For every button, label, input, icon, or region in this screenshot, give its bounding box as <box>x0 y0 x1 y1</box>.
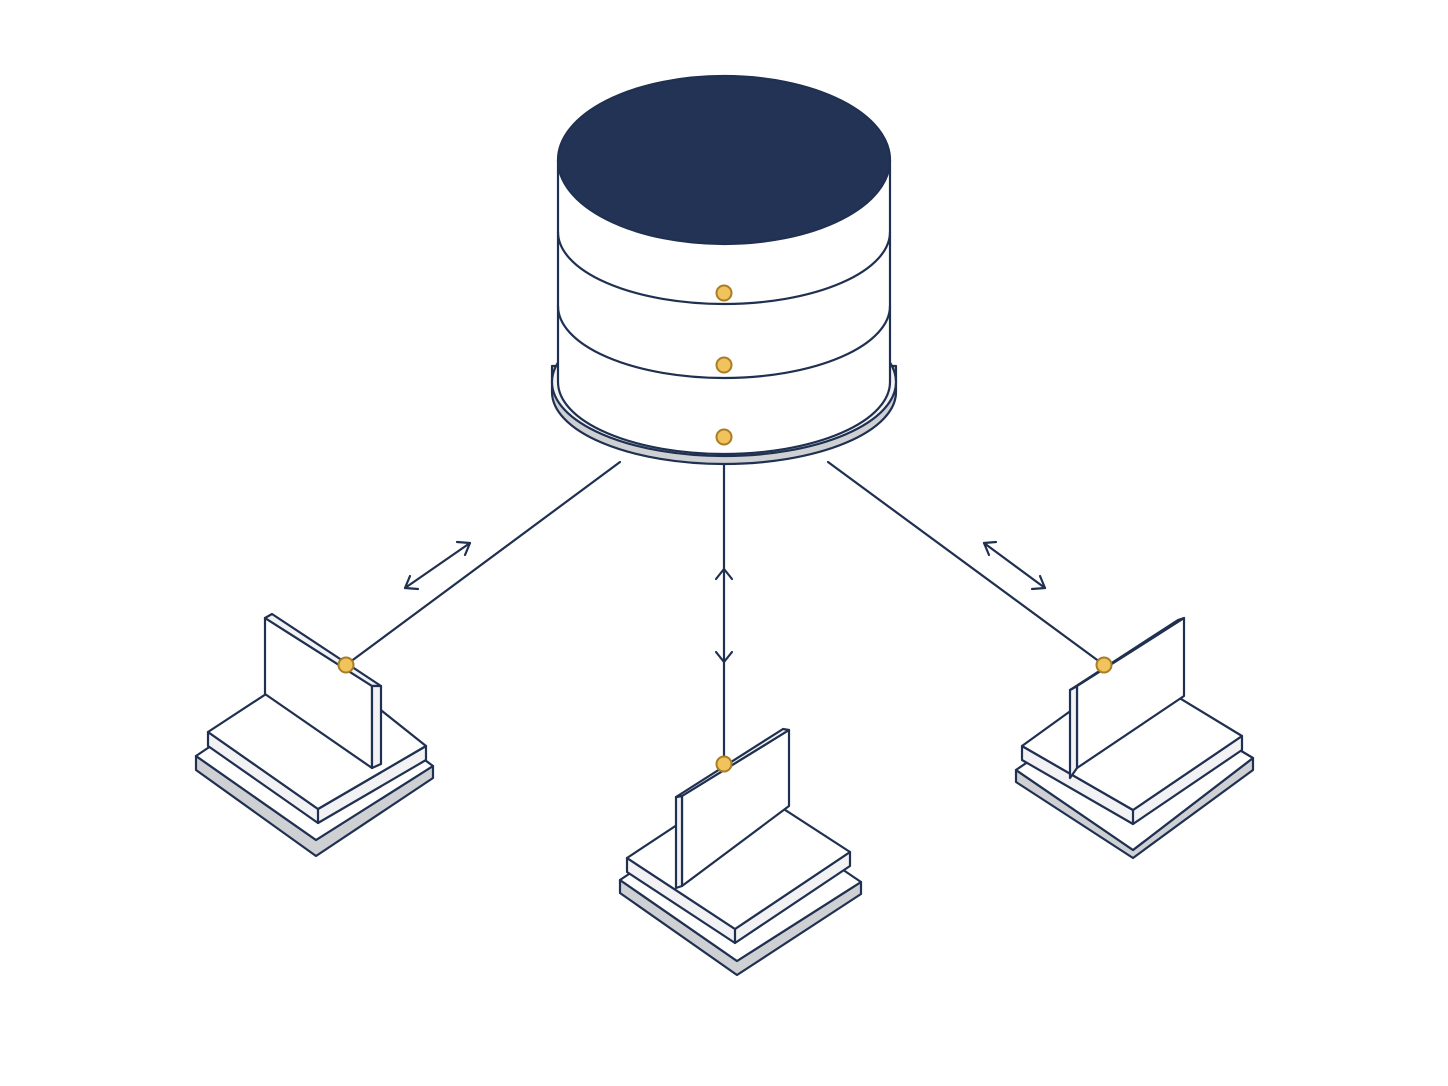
connection-nodes <box>337 284 1113 773</box>
node-dot-laptop-right <box>1095 656 1113 674</box>
database-top <box>556 74 892 246</box>
node-dot-db-1 <box>715 284 733 302</box>
node-dot-db-3 <box>715 428 733 446</box>
node-dot-laptop-left <box>337 656 355 674</box>
bidirectional-arrow-left <box>403 540 472 591</box>
node-dot-laptop-center <box>715 755 733 773</box>
bidirectional-arrow-right <box>982 540 1047 591</box>
laptop-center <box>618 727 863 977</box>
laptop-right <box>1014 616 1255 860</box>
connection-left <box>344 460 622 667</box>
database-ring-1 <box>556 230 892 306</box>
database-icon <box>550 74 898 466</box>
database-ring-2 <box>556 304 892 380</box>
node-dot-db-2 <box>715 356 733 374</box>
laptop-left <box>194 612 435 858</box>
connection-right <box>826 460 1106 667</box>
bidirectional-arrow-center <box>714 567 734 664</box>
